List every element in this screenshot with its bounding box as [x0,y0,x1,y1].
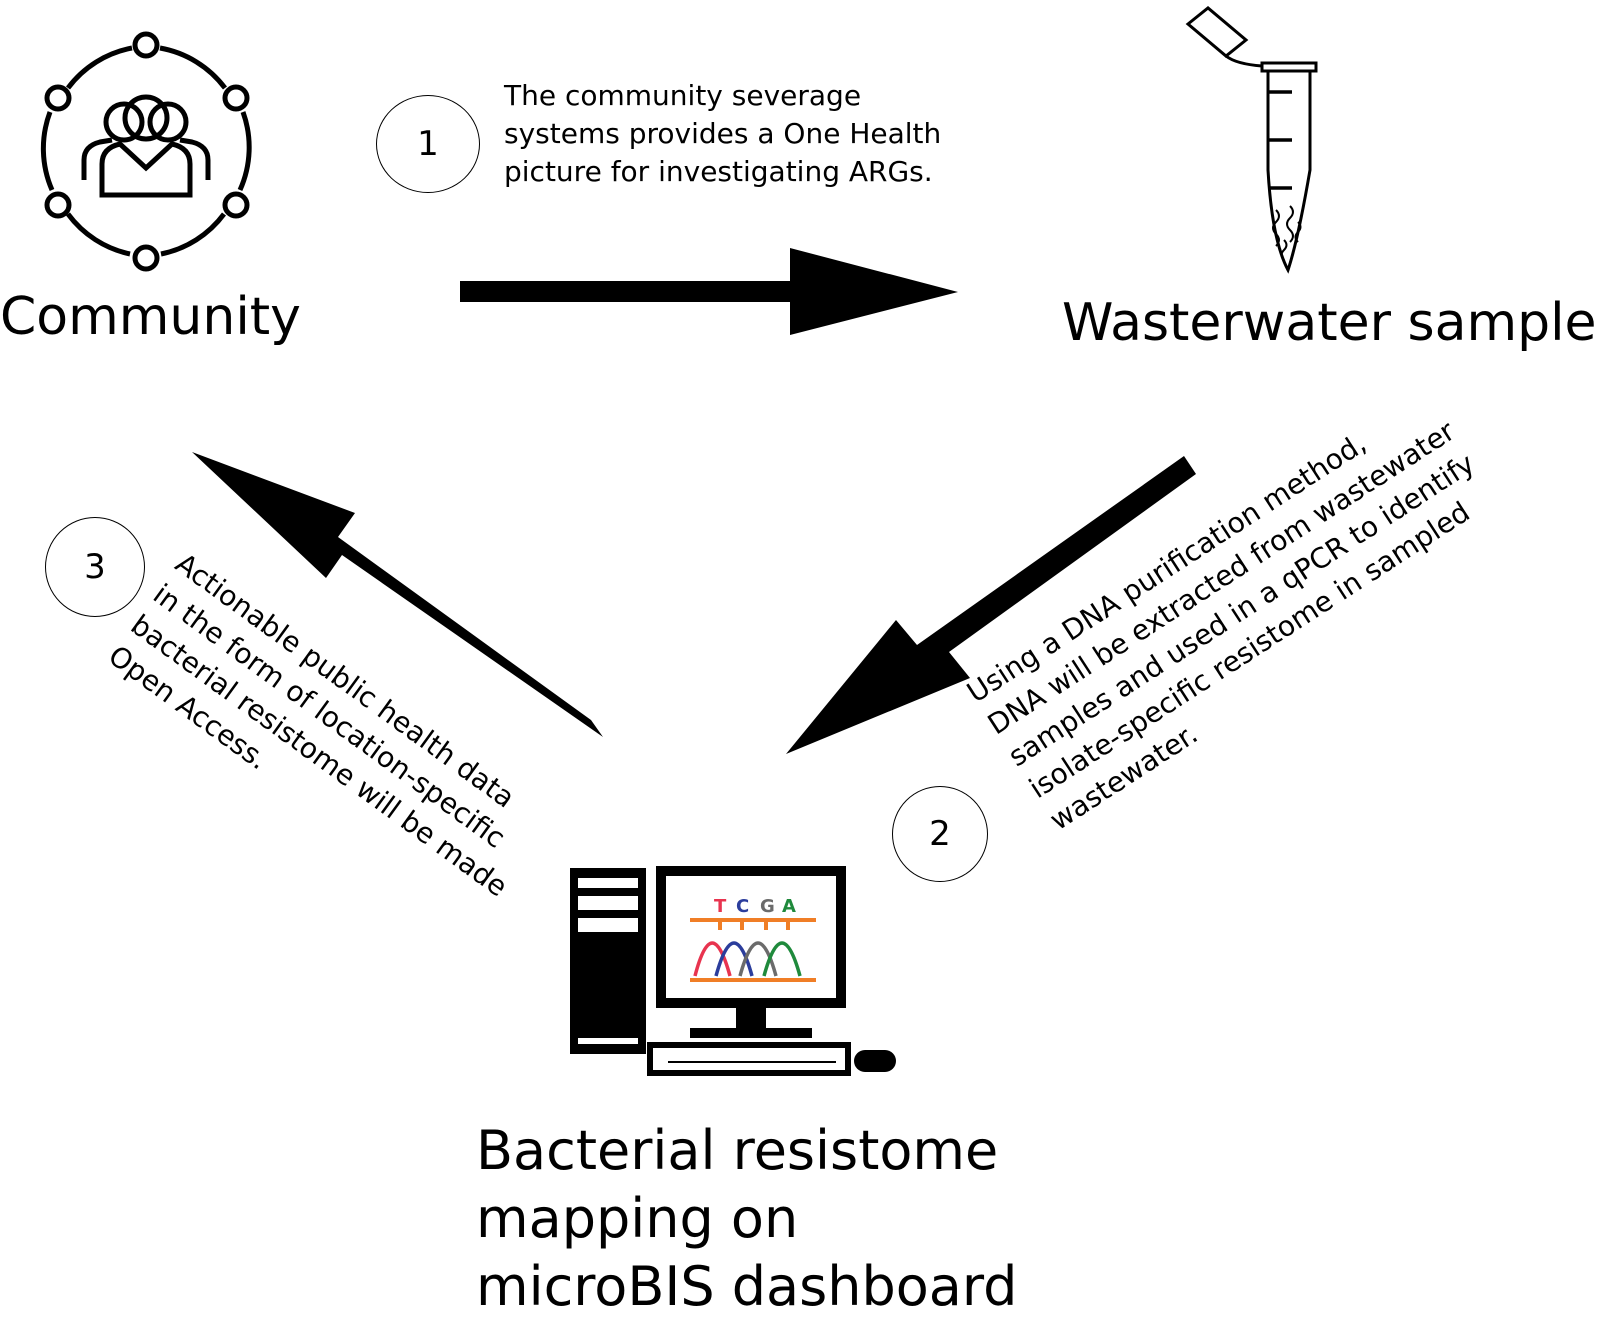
screen-letter-t: T [714,896,727,917]
arrow-wastewater-to-dashboard [786,456,1196,754]
screen-sequence-chart: T C G A [690,896,816,982]
dashboard-label-line: mapping on [476,1187,799,1250]
dashboard-label: Bacterial resistome mapping on microBIS … [476,1117,1096,1321]
screen-letter-a: A [782,896,796,917]
step-1-line: The community severage [504,79,862,112]
step-3-badge: 3 [45,517,145,617]
screen-letter-c: C [736,896,749,917]
step-1-description: The community severage systems provides … [504,77,941,191]
step-1-badge: 1 [376,95,480,193]
screen-letter-g: G [760,896,775,917]
dashboard-label-line: microBIS dashboard [476,1255,1018,1318]
arrow-dashboard-to-community [192,452,603,737]
dashboard-label-line: Bacterial resistome [476,1119,999,1182]
step-2-badge: 2 [892,786,988,882]
wastewater-sample-label: Wasterwater sample [1062,293,1597,353]
step-1-line: systems provides a One Health [504,117,942,150]
community-label: Community [0,287,301,347]
step-1-line: picture for investigating ARGs. [504,155,933,188]
arrow-community-to-wastewater [460,248,958,335]
